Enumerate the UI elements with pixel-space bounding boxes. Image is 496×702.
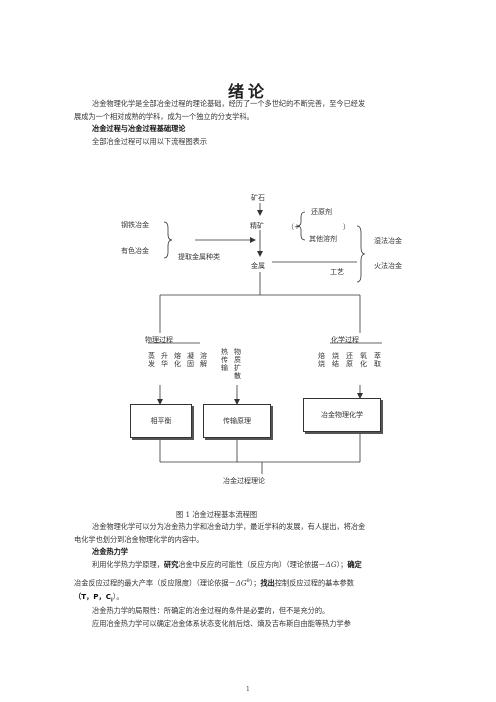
box-phase-equilibrium-label: 相平衡 [150, 417, 172, 425]
label-reductant: 还原剂 [311, 208, 332, 216]
para4: 应用冶金热力学可以确定冶金体系状态变化前后焓、熵及吉布斯自由能等热力学参 [92, 619, 351, 628]
thermo-line-1: 利用化学热力学原理，研究冶金中反应的可能性（反应方向）（理论依据－ΔG）；确定 [92, 559, 362, 572]
standard-state-symbol: θ [246, 578, 250, 584]
chem-item: 萃取 [374, 352, 381, 368]
chem-item: 烧结 [332, 352, 339, 368]
label-process: 工艺 [330, 268, 344, 276]
chem-item: 还原 [346, 352, 353, 368]
box-transport-principles: 传输原理 [203, 404, 271, 438]
box-metallurgical-phys-chem: 冶金物理化学 [303, 398, 381, 432]
phys-item: 溶解 [200, 352, 207, 368]
thermo-text: 利用化学热力学原理， [92, 560, 164, 569]
thermo-text: 冶金中反应的可能性（反应方向）（理论依据－ [178, 560, 326, 569]
phys-item: 升华 [161, 352, 168, 368]
transfer-item: 热传输 [221, 348, 228, 372]
thermo-params: （T，P，C [74, 592, 112, 601]
delta-g-symbol: ΔG [325, 560, 337, 569]
label-physical-process: 物理过程 [145, 336, 173, 344]
label-flux: 其他溶剂 [309, 235, 337, 243]
chem-item: 焙烧 [318, 352, 325, 368]
para2-line-1: 冶金物理化学可以分为冶金热力学和冶金动力学，最近学科的发展，有人提出，将冶金 [92, 522, 366, 531]
box-metallurgical-phys-chem-label: 冶金物理化学 [321, 411, 363, 419]
label-nonferrous: 有色冶金 [121, 247, 149, 255]
label-chemical-process: 化学过程 [331, 336, 359, 344]
section-heading-process: 冶金过程与冶金过程基础理论 [92, 124, 186, 133]
page-number: 1 [246, 686, 250, 693]
transfer-item: 物质扩散 [234, 348, 241, 380]
thermo-line-3: （T，P，Ci）。 [74, 591, 124, 607]
figure-caption: 图 1 冶金过程基本流程图 [176, 510, 258, 519]
delta-g-symbol: ΔG [235, 578, 247, 588]
box-phase-equilibrium: 相平衡 [130, 404, 192, 438]
section-heading-thermodynamics: 冶金热力学 [92, 547, 128, 556]
label-fire-metallurgy: 火法冶金 [374, 262, 402, 270]
node-ore: 矿石 [251, 194, 265, 202]
thermo-params-end: ）。 [112, 592, 124, 601]
thermo-text: 冶金反应过程的最大产率（反应限度）（理论依据－ [74, 578, 236, 588]
chem-item: 氧化 [360, 352, 367, 368]
label-extract: 提取金属种类 [178, 253, 220, 261]
section-desc: 全部冶金过程可以用以下流程图表示 [92, 136, 208, 146]
intro-line-1: 冶金物理化学是全部冶金过程的理论基础，经历了一个多世纪的不断完善，至今已经发 [92, 99, 366, 108]
paren-open: （+ [287, 223, 300, 231]
para3: 冶金热力学的局限性：所确定的冶金过程的条件是必要的，但不是充分的。 [92, 606, 330, 615]
label-wet-metallurgy: 湿法冶金 [374, 237, 402, 245]
thermo-text: ）； [336, 560, 348, 569]
box-transport-principles-label: 传输原理 [223, 417, 251, 425]
paren-close: ） [343, 223, 350, 231]
thermo-params-subscript: i [111, 597, 113, 604]
thermo-text: ）； [249, 578, 261, 588]
phys-item: 熔化 [174, 352, 181, 368]
phys-item: 凝固 [187, 352, 194, 368]
thermo-text: 控制反应过程的基本参数 [274, 578, 354, 588]
node-metal: 金属 [251, 262, 265, 270]
thermo-keyword: 研究 [163, 560, 179, 569]
thermo-keyword: 确定 [347, 560, 362, 569]
thermo-line-2: 冶金反应过程的最大产率（反应限度）（理论依据－ΔGθ）；找出控制反应过程的基本参… [74, 575, 354, 590]
intro-line-2: 展成为一个相对成熟的学科，成为一个独立的分支学科。 [74, 111, 254, 121]
label-process-theory: 冶金过程理论 [223, 477, 265, 485]
node-concentrate: 精矿 [250, 222, 264, 230]
thermo-keyword: 找出 [260, 578, 275, 588]
phys-item: 蒸发 [148, 352, 155, 368]
label-ferrous: 钢铁冶金 [121, 221, 149, 229]
para2-line-2: 电化学也划分到冶金物理化学的内容中。 [74, 534, 204, 544]
page-title: 绪论 [227, 82, 268, 101]
